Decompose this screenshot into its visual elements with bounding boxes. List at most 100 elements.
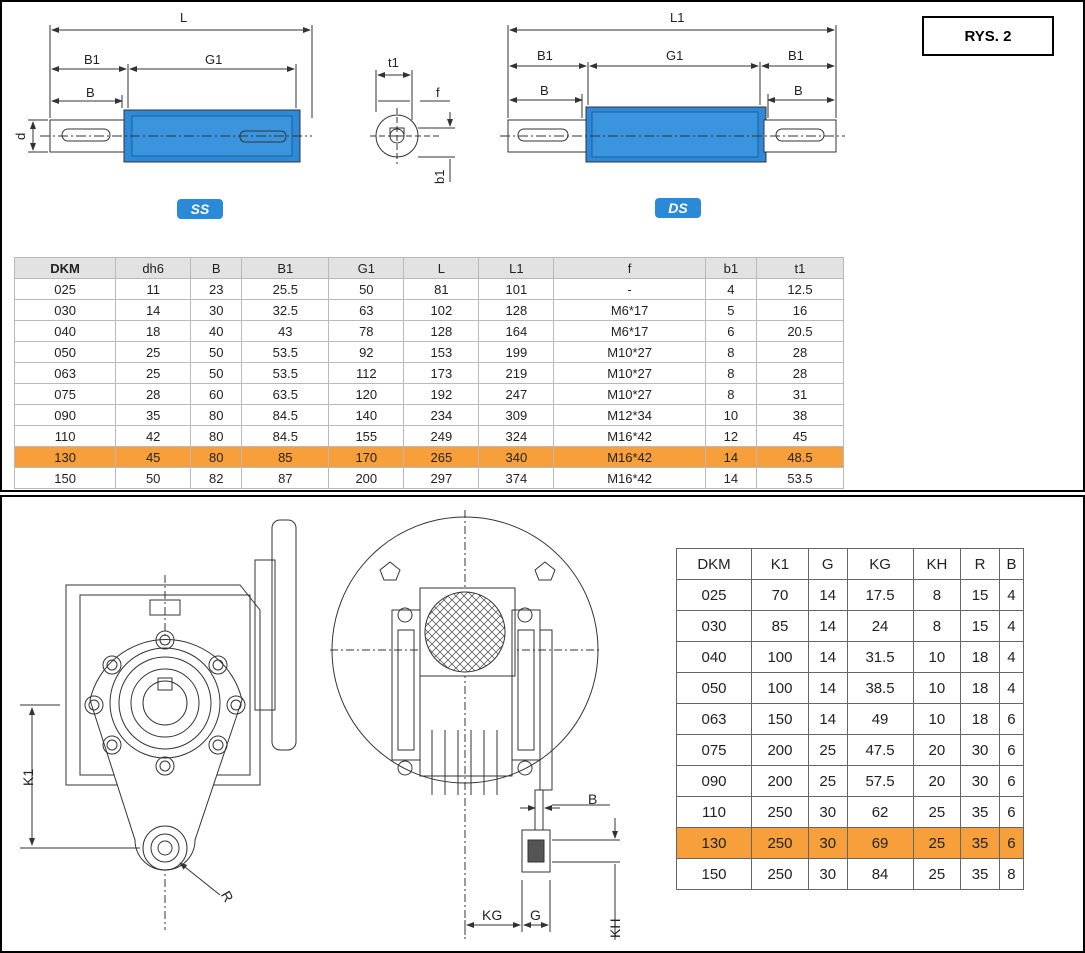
shaft-table-cell: 101 — [478, 278, 555, 300]
shaft-table-cell: 374 — [478, 467, 555, 489]
shaft-table-cell: 5 — [704, 299, 757, 321]
arm-table-cell: 110 — [675, 796, 753, 828]
ss-badge: SS — [177, 199, 223, 219]
arm-table-cell: 14 — [807, 672, 848, 704]
arm-table-cell: 84 — [846, 858, 914, 890]
shaft-drawings: L B1 G1 B d t1 f b1 L1 B1 G1 B1 B B — [13, 10, 845, 184]
shaft-table-cell: 40 — [190, 320, 243, 342]
arm-table-cell: 050 — [675, 672, 753, 704]
shaft-table-cell: 14 — [704, 467, 757, 489]
dim-B1-right: B1 — [788, 48, 804, 63]
shaft-table-cell: 25 — [115, 362, 192, 384]
shaft-table-cell: 219 — [478, 362, 555, 384]
dim-B-arm: B — [588, 791, 597, 807]
arm-table-cell: 063 — [675, 703, 753, 735]
shaft-table-cell: 53.5 — [241, 341, 330, 363]
shaft-table-cell: 20.5 — [755, 320, 845, 342]
dim-B: B — [86, 85, 95, 100]
arm-table-cell: 20 — [912, 765, 962, 797]
shaft-table-cell: M10*27 — [553, 341, 706, 363]
shaft-table-cell: M10*27 — [553, 383, 706, 405]
shaft-table-cell: 090 — [13, 404, 117, 426]
shaft-table-cell: 50 — [190, 362, 243, 384]
shaft-table-cell: 025 — [13, 278, 117, 300]
arm-table-cell: 040 — [675, 641, 753, 673]
arm-header-cell: KG — [846, 548, 914, 580]
shaft-table-cell: 8 — [704, 362, 757, 384]
arm-table-cell: 30 — [807, 827, 848, 859]
shaft-header-cell: dh6 — [115, 257, 192, 279]
shaft-header-cell: B — [190, 257, 243, 279]
arm-table-cell: 30 — [960, 765, 1000, 797]
arm-table-cell: 150 — [675, 858, 753, 890]
shaft-table-cell: 78 — [328, 320, 405, 342]
shaft-table-cell: 32.5 — [241, 299, 330, 321]
shaft-table-cell: 53.5 — [241, 362, 330, 384]
shaft-table-cell: 25.5 — [241, 278, 330, 300]
dim-B1: B1 — [84, 52, 100, 67]
shaft-table-cell: 45 — [755, 425, 845, 447]
shaft-table-cell: 84.5 — [241, 425, 330, 447]
dim-KG: KG — [482, 907, 502, 923]
dim-d: d — [13, 133, 28, 140]
arm-table-cell: 30 — [960, 734, 1000, 766]
shaft-header-cell: b1 — [704, 257, 757, 279]
arm-table-cell: 8 — [912, 579, 962, 611]
arm-table-cell: 075 — [675, 734, 753, 766]
arm-table-cell: 30 — [807, 796, 848, 828]
arm-table-cell: 4 — [998, 610, 1025, 642]
shaft-header-cell: B1 — [241, 257, 330, 279]
dim-KH: KH — [607, 919, 623, 938]
shaft-table-cell: 8 — [704, 341, 757, 363]
shaft-table-cell: 30 — [190, 299, 243, 321]
arm-table-cell: 14 — [807, 610, 848, 642]
shaft-table-cell: 102 — [403, 299, 480, 321]
arm-table-cell: 35 — [960, 796, 1000, 828]
shaft-table-cell: 35 — [115, 404, 192, 426]
shaft-table-cell: 11 — [115, 278, 192, 300]
arm-table-cell: 6 — [998, 734, 1025, 766]
arm-table-cell: 35 — [960, 827, 1000, 859]
arm-table-cell: 25 — [912, 827, 962, 859]
shaft-table-cell: 92 — [328, 341, 405, 363]
arm-table-cell: 6 — [998, 827, 1025, 859]
shaft-table-cell: 340 — [478, 446, 555, 468]
dim-b1: b1 — [432, 170, 447, 184]
arm-table-cell: 6 — [998, 765, 1025, 797]
arm-header-cell: G — [807, 548, 848, 580]
arm-table-cell: 10 — [912, 641, 962, 673]
shaft-table-cell: 128 — [403, 320, 480, 342]
arm-table-cell: 10 — [912, 703, 962, 735]
shaft-table-cell: 075 — [13, 383, 117, 405]
arm-table-cell: 25 — [912, 858, 962, 890]
arm-header-cell: B — [998, 548, 1025, 580]
shaft-table-cell: M10*27 — [553, 362, 706, 384]
arm-table-cell: 24 — [846, 610, 914, 642]
arm-table-cell: 6 — [998, 796, 1025, 828]
shaft-table-cell: 50 — [328, 278, 405, 300]
arm-table-cell: 14 — [807, 579, 848, 611]
shaft-table-cell: 85 — [241, 446, 330, 468]
shaft-table-cell: 50 — [115, 467, 192, 489]
shaft-table-cell: 14 — [115, 299, 192, 321]
arm-table-cell: 8 — [912, 610, 962, 642]
arm-table-cell: 15 — [960, 610, 1000, 642]
shaft-table-cell: M6*17 — [553, 299, 706, 321]
shaft-table-cell: 10 — [704, 404, 757, 426]
shaft-header-cell: L — [403, 257, 480, 279]
shaft-header-cell: t1 — [755, 257, 845, 279]
arm-table-cell: 20 — [912, 734, 962, 766]
shaft-table-cell: 247 — [478, 383, 555, 405]
arm-table-cell: 18 — [960, 641, 1000, 673]
arm-table-cell: 18 — [960, 703, 1000, 735]
dim-G: G — [530, 907, 541, 923]
